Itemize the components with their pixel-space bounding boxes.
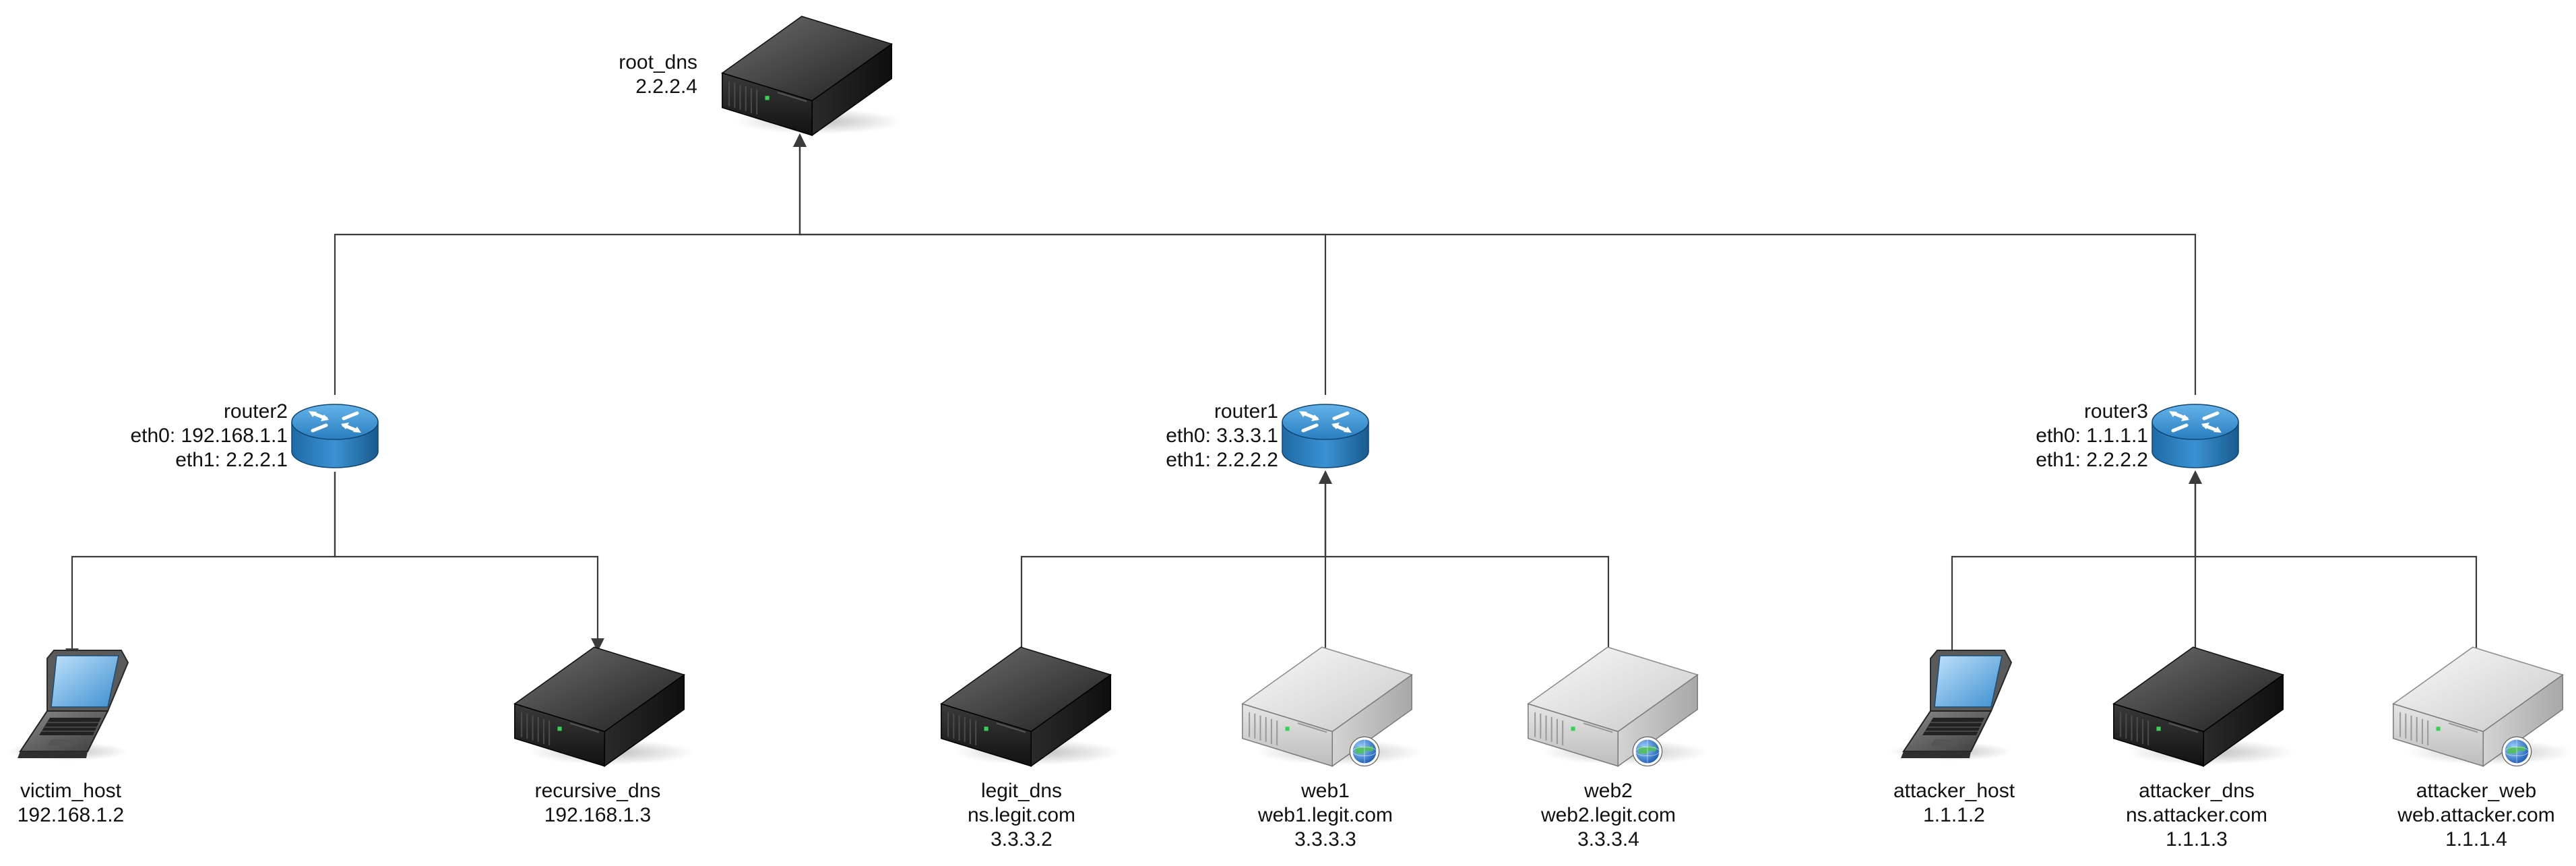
node-name-label: attacker_dns — [2139, 780, 2255, 802]
router3-node[interactable] — [2152, 404, 2238, 468]
node-name-label: web1 — [1300, 780, 1350, 802]
recursive-dns-node[interactable] — [513, 646, 695, 767]
node-detail-label: 3.3.3.4 — [1577, 828, 1639, 850]
router-icon — [1282, 404, 1369, 468]
link-attacker_host-to-router3 — [1951, 470, 2202, 655]
node-name-label: attacker_host — [1893, 780, 2015, 802]
node-detail-label: 192.168.1.3 — [544, 804, 651, 826]
node-detail-label: web1.legit.com — [1257, 804, 1393, 826]
node-detail-label: eth0: 192.168.1.1 — [130, 425, 288, 447]
node-name-label: root_dns — [619, 51, 697, 73]
web1-node[interactable] — [1241, 646, 1423, 767]
node-detail-label: 1.1.1.3 — [2166, 828, 2228, 850]
node-detail-label: eth0: 3.3.3.1 — [1166, 425, 1278, 447]
victim-host-node[interactable] — [6, 650, 129, 762]
link-layer — [65, 133, 2478, 662]
laptop-icon — [1889, 650, 2012, 762]
web-server-icon — [2392, 646, 2574, 767]
node-name-label: attacker_web — [2416, 780, 2536, 802]
attacker-host-node[interactable] — [1889, 650, 2012, 762]
node-name-label: legit_dns — [981, 780, 1062, 802]
dark-server-icon — [513, 646, 695, 767]
node-detail-label: ns.attacker.com — [2126, 804, 2267, 826]
router2-node[interactable] — [292, 404, 378, 468]
dark-server-icon — [940, 646, 1122, 767]
node-name-label: recursive_dns — [535, 780, 661, 802]
node-name-label: web2 — [1583, 780, 1633, 802]
node-detail-label: 192.168.1.2 — [18, 804, 124, 826]
node-detail-label: 3.3.3.3 — [1294, 828, 1356, 850]
node-detail-label: 1.1.1.4 — [2445, 828, 2507, 850]
node-name-label: router1 — [1214, 400, 1278, 423]
node-name-label: router2 — [224, 400, 288, 423]
link-router2-to-recursive_dns — [334, 472, 604, 652]
link-legit_dns-to-router1 — [1020, 470, 1332, 655]
link-router3-to-root_dns — [793, 133, 2197, 395]
router-icon — [2152, 404, 2238, 468]
node-detail-label: eth0: 1.1.1.1 — [2036, 425, 2148, 447]
node-name-label: router3 — [2084, 400, 2148, 423]
node-detail-label: 2.2.2.4 — [635, 75, 697, 98]
link-router2-to-victim_host — [65, 472, 336, 662]
attacker-dns-node[interactable] — [2112, 646, 2294, 767]
laptop-icon — [6, 650, 129, 762]
node-detail-label: 1.1.1.2 — [1923, 804, 1985, 826]
legit-dns-node[interactable] — [940, 646, 1122, 767]
root-dns-node[interactable] — [721, 16, 903, 136]
node-detail-label: eth1: 2.2.2.2 — [2036, 449, 2148, 471]
globe-icon — [2501, 736, 2532, 767]
link-router2-to-root_dns — [334, 133, 807, 395]
router-icon — [292, 404, 378, 468]
node-detail-label: ns.legit.com — [968, 804, 1075, 826]
globe-icon — [1632, 736, 1663, 767]
attacker-web-node[interactable] — [2392, 646, 2574, 767]
node-detail-label: 3.3.3.2 — [991, 828, 1053, 850]
link-attacker_web-to-router3 — [2189, 470, 2478, 655]
dark-server-icon — [721, 16, 903, 136]
link-router1-to-root_dns — [793, 133, 1327, 395]
node-detail-label: web.attacker.com — [2397, 804, 2554, 826]
node-detail-label: eth1: 2.2.2.2 — [1166, 449, 1278, 471]
node-name-label: victim_host — [20, 780, 122, 802]
device-icon-layer — [6, 16, 2574, 767]
node-detail-label: web2.legit.com — [1540, 804, 1676, 826]
link-web2-to-router1 — [1319, 470, 1610, 655]
dark-server-icon — [2112, 646, 2294, 767]
web-server-icon — [1527, 646, 1709, 767]
globe-icon — [1349, 736, 1380, 767]
router1-node[interactable] — [1282, 404, 1369, 468]
node-detail-label: eth1: 2.2.2.1 — [175, 449, 288, 471]
web2-node[interactable] — [1527, 646, 1709, 767]
web-server-icon — [1241, 646, 1423, 767]
